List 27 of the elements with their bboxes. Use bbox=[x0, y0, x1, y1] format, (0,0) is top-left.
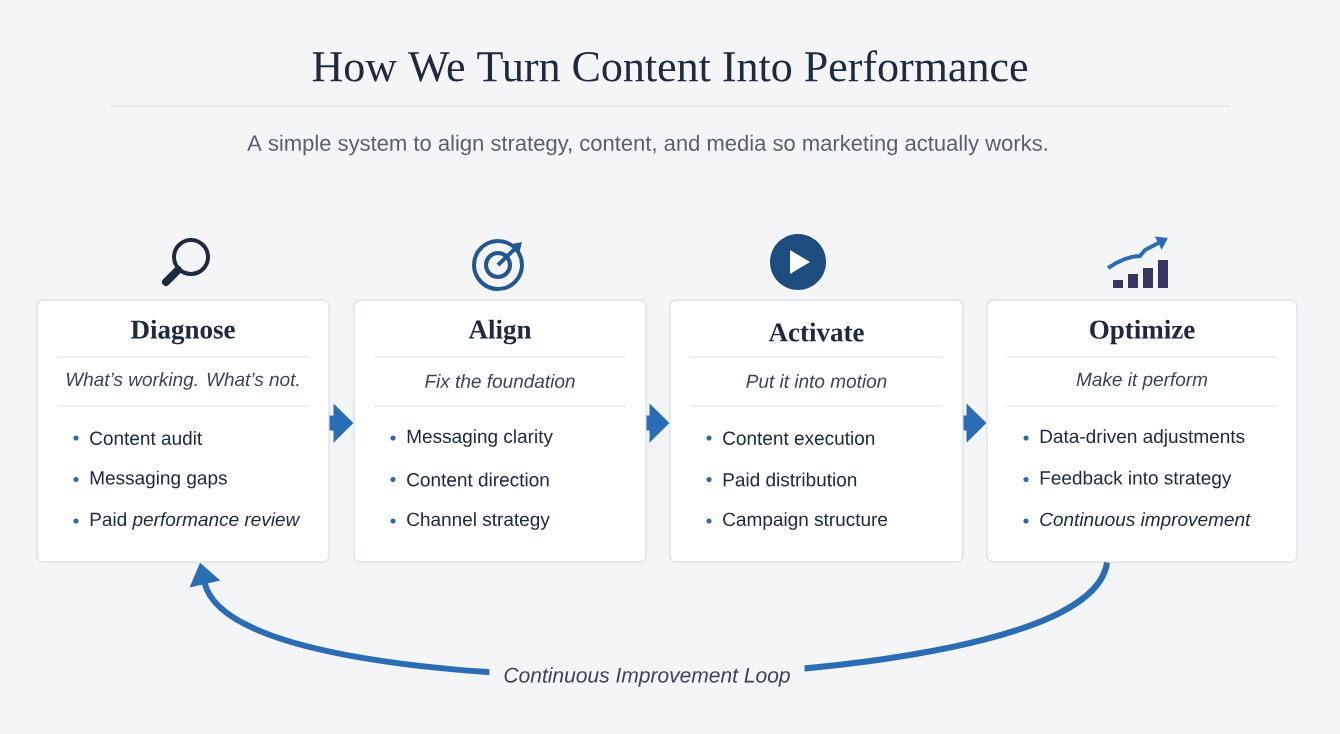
edge-label: Continuous Improvement Loop bbox=[489, 661, 805, 693]
step-card bbox=[669, 299, 964, 563]
step-card bbox=[36, 299, 330, 563]
card-tagline: Put it into motion bbox=[746, 374, 887, 388]
step-card bbox=[353, 299, 647, 563]
bullet-item: Paid distribution bbox=[706, 472, 857, 487]
subtitle: A simple system to align strategy, content, and media so marketing actually works. bbox=[247, 134, 1047, 156]
bullet-item: Paid performance review bbox=[73, 512, 301, 530]
bullet-item: Channel strategy bbox=[390, 512, 550, 530]
bullet-item: Content execution bbox=[706, 431, 875, 445]
bullet-item: Campaign structure bbox=[706, 512, 888, 530]
card-heading: Optimize bbox=[1090, 319, 1195, 345]
step-card bbox=[986, 299, 1298, 563]
card-heading: Align bbox=[468, 319, 532, 345]
bullet-item: Data-driven adjustments bbox=[1023, 429, 1245, 447]
card-heading: Activate bbox=[768, 322, 864, 342]
bullet-item: Continuous improvement bbox=[1023, 512, 1252, 530]
bullet-item: Content audit bbox=[73, 431, 203, 445]
bullet-item: Content direction bbox=[390, 472, 549, 487]
title: How We Turn Content Into Performance bbox=[312, 50, 1027, 82]
card-tagline: What’s working. What’s not. bbox=[66, 372, 299, 390]
card-tagline: Make it perform bbox=[1076, 372, 1208, 390]
card-heading: Diagnose bbox=[130, 319, 235, 345]
bullet-item: Messaging gaps bbox=[73, 470, 227, 489]
bullet-item: Feedback into strategy bbox=[1023, 470, 1232, 489]
card-tagline: Fix the foundation bbox=[425, 374, 575, 388]
bullet-item: Messaging clarity bbox=[390, 429, 553, 447]
